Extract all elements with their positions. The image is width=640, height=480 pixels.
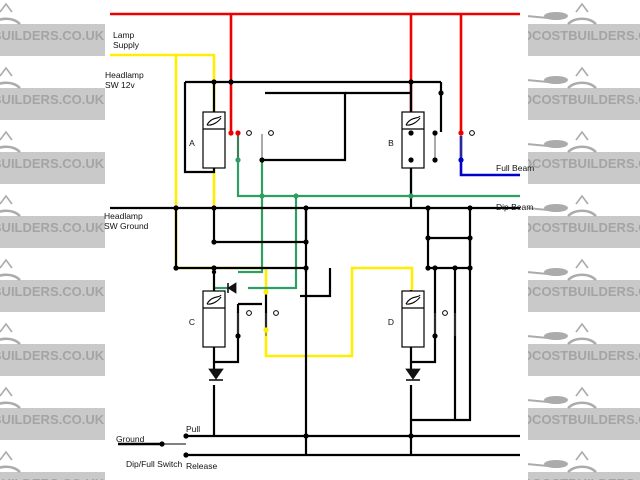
diode-symbols	[208, 282, 421, 381]
watermark-tile: LOCOSTBUILDERS.CO.UK	[528, 192, 640, 256]
watermark-text: LOCOSTBUILDERS.CO.UK	[0, 412, 105, 427]
watermark-tile: LOCOSTBUILDERS.CO.UK	[0, 256, 105, 320]
watermark-text: LOCOSTBUILDERS.CO.UK	[0, 284, 105, 299]
relay-a-symbol	[202, 111, 226, 169]
watermark-text: LOCOSTBUILDERS.CO.UK	[528, 156, 640, 171]
diode-c-coil-icon	[227, 282, 237, 294]
watermark-tile: LOCOSTBUILDERS.CO.UK	[528, 128, 640, 192]
watermark-tile: LOCOSTBUILDERS.CO.UK	[0, 384, 105, 448]
release-label: Release	[186, 461, 218, 471]
locost-car-icon	[0, 258, 24, 287]
dip-beam-green-wires	[214, 134, 520, 290]
watermark-text: LOCOSTBUILDERS.CO.UK	[0, 348, 105, 363]
watermark-text: LOCOSTBUILDERS.CO.UK	[0, 476, 104, 480]
locost-car-icon	[528, 66, 600, 95]
watermark-tile: LOCOSTBUILDERS.CO.UK	[0, 320, 105, 384]
watermark-right: LOCOSTBUILDERS.CO.UK LOCOSTBUILDERS.CO.UK…	[528, 0, 640, 480]
headlamp-sw-ground-label: Headlamp SW Ground	[104, 211, 149, 231]
watermark-text: LOCOSTBUILDERS.CO.UK	[0, 220, 105, 235]
watermark-tile: LOCOSTBUILDERS.CO.UK	[528, 384, 640, 448]
watermark-tile: LOCOSTBUILDERS.CO.UK	[528, 256, 640, 320]
watermark-text: LOCOSTBUILDERS.CO.UK	[0, 28, 105, 43]
locost-car-icon	[0, 130, 24, 159]
watermark-text: LOCOSTBUILDERS.CO.UK	[528, 28, 640, 43]
supply-red-wires	[110, 12, 520, 132]
watermark-tile: LOCOSTBUILDERS.CO.UK	[528, 448, 640, 480]
pull-label: Pull	[186, 424, 201, 434]
locost-car-icon	[528, 258, 600, 287]
dip-full-switch-label: Dip/Full Switch	[126, 459, 183, 469]
full-beam-label: Full Beam	[496, 163, 535, 173]
dip-beam-label: Dip Beam	[496, 202, 534, 212]
locost-car-icon	[0, 450, 24, 479]
watermark-tile: LOCOSTBUILDERS.CO.UK	[0, 448, 105, 480]
watermark-text: LOCOSTBUILDERS.CO.UK	[528, 348, 640, 363]
diode-d-ground-icon	[405, 368, 421, 381]
watermark-tile: LOCOSTBUILDERS.CO.UK	[0, 192, 105, 256]
watermark-text: LOCOSTBUILDERS.CO.UK	[0, 156, 105, 171]
watermark-text: LOCOSTBUILDERS.CO.UK	[0, 92, 105, 107]
locost-car-icon	[0, 194, 24, 223]
relay-id-labels: A B C D	[189, 138, 394, 327]
watermark-tile: LOCOSTBUILDERS.CO.UK	[528, 0, 640, 64]
locost-car-icon	[0, 322, 24, 351]
diode-c-ground-icon	[208, 368, 224, 381]
lamp-supply-label: Lamp Supply	[113, 30, 139, 50]
relay-b-id: B	[388, 138, 394, 148]
watermark-text: LOCOSTBUILDERS.CO.UK	[528, 284, 640, 299]
locost-car-icon	[0, 66, 24, 95]
locost-car-icon	[528, 2, 600, 31]
junction-dots	[159, 79, 473, 458]
locost-car-icon	[528, 450, 600, 479]
watermark-text: LOCOSTBUILDERS.CO.UK	[528, 92, 640, 107]
locost-car-icon	[528, 386, 600, 415]
headlamp-sw-12v-label: Headlamp SW 12v	[105, 70, 144, 90]
watermark-tile: LOCOSTBUILDERS.CO.UK	[528, 64, 640, 128]
watermark-left: LOCOSTBUILDERS.CO.UK LOCOSTBUILDERS.CO.UK…	[0, 0, 105, 480]
locost-car-icon	[0, 386, 24, 415]
relay-c-id: C	[189, 317, 195, 327]
black-wires	[110, 80, 520, 457]
open-contacts	[246, 130, 475, 316]
locost-car-icon	[0, 2, 24, 31]
watermark-tile: LOCOSTBUILDERS.CO.UK	[0, 128, 105, 192]
locost-car-icon	[528, 322, 600, 351]
watermark-tile: LOCOSTBUILDERS.CO.UK	[528, 320, 640, 384]
locost-car-icon	[528, 194, 600, 223]
relay-c-symbol	[202, 290, 226, 348]
watermark-text: LOCOSTBUILDERS.CO.UK	[528, 476, 640, 480]
watermark-text: LOCOSTBUILDERS.CO.UK	[528, 220, 640, 235]
watermark-tile: LOCOSTBUILDERS.CO.UK	[0, 0, 105, 64]
watermark-text: LOCOSTBUILDERS.CO.UK	[528, 412, 640, 427]
relay-d-id: D	[388, 317, 394, 327]
relay-d-symbol	[401, 290, 425, 348]
locost-car-icon	[528, 130, 600, 159]
relay-a-id: A	[189, 138, 195, 148]
watermark-tile: LOCOSTBUILDERS.CO.UK	[0, 64, 105, 128]
ground-label: Ground	[116, 434, 145, 444]
